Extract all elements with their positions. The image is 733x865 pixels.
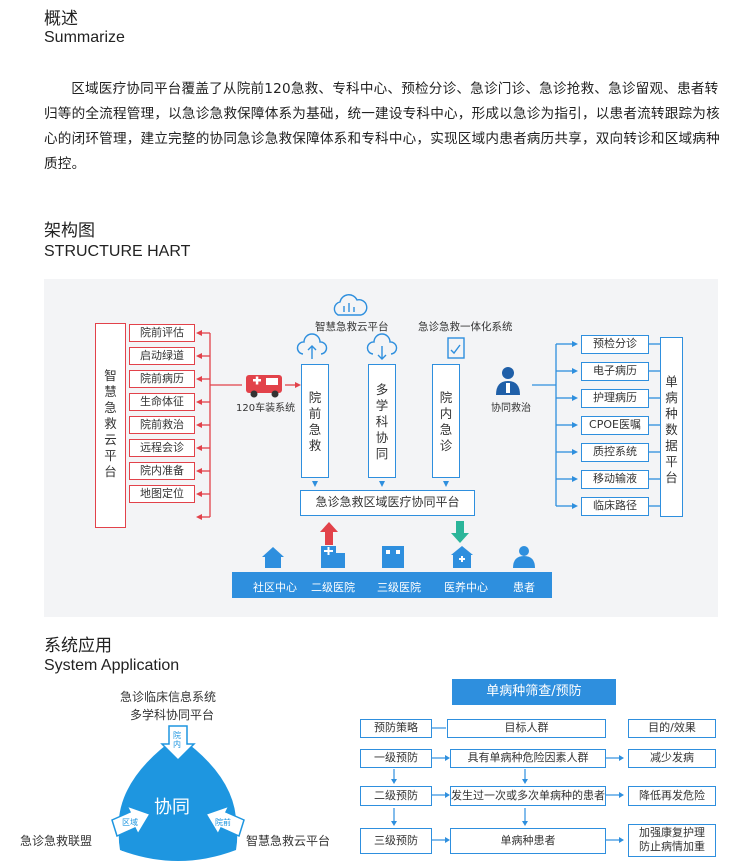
regional-platform-box: 急诊急救区域医疗协同平台 — [300, 490, 475, 516]
cloud-platform-label: 智慧急救云平台 — [315, 321, 389, 333]
multidisciplinary-text: 多学科协同 — [375, 382, 389, 461]
right-item: 移动输液 — [581, 470, 649, 489]
arrow-left-label: 区域 — [122, 818, 138, 827]
left-item: 院前评估 — [129, 324, 195, 342]
left-item: 远程会诊 — [129, 439, 195, 457]
institution-bar — [232, 572, 552, 598]
structure-title-cn: 架构图 — [44, 221, 95, 241]
integration-system-label: 急诊急救一体化系统 — [418, 321, 513, 333]
table-cell: 二级预防 — [360, 786, 432, 806]
structure-title-en: STRUCTURE HART — [44, 243, 191, 260]
bar-label-patient: 患者 — [513, 581, 535, 594]
overview-paragraph: 区域医疗协同平台覆盖了从院前120急救、专科中心、预检分诊、急诊门诊、急诊抢救、… — [44, 81, 720, 172]
collaboration-center: 协同 — [154, 797, 190, 818]
table-cell: 具有单病种危险因素人群 — [450, 749, 606, 768]
table-cell-line: 防止病情加重 — [639, 840, 705, 853]
bar-label-tertiary-hospital: 三级医院 — [377, 581, 421, 594]
left-item: 院前救治 — [129, 416, 195, 434]
left-item: 院前病历 — [129, 370, 195, 388]
table-cell: 目的/效果 — [628, 719, 716, 738]
overview-title-cn: 概述 — [44, 9, 78, 29]
table-cell: 一级预防 — [360, 749, 432, 768]
table-cell: 降低再发危险 — [628, 786, 716, 806]
right-item: 预检分诊 — [581, 335, 649, 354]
collaborative-treatment-label: 协同救治 — [491, 403, 531, 414]
left-item: 生命体征 — [129, 393, 195, 411]
table-cell: 预防策略 — [360, 719, 432, 738]
arrow-right-label: 院前 — [215, 818, 231, 827]
app-top-label-2: 多学科协同平台 — [130, 708, 215, 722]
right-item: 质控系统 — [581, 443, 649, 462]
single-disease-data-platform: 单病种数据平台 — [660, 337, 683, 517]
single-disease-data-platform-text: 单病种数据平台 — [665, 374, 678, 485]
right-item: 临床路径 — [581, 497, 649, 516]
application-title-en: System Application — [44, 657, 180, 674]
table-cell-multi: 加强康复护理 防止病情加重 — [628, 824, 716, 857]
app-top-label-1: 急诊临床信息系统 — [120, 690, 217, 704]
multidisciplinary-column: 多学科协同 — [368, 364, 396, 478]
bar-label-secondary-hospital: 二级医院 — [311, 581, 355, 594]
right-item: 护理病历 — [581, 389, 649, 408]
bar-label-community: 社区中心 — [253, 581, 297, 594]
smart-cloud-platform-text: 智慧急救云平台 — [104, 368, 117, 479]
left-item: 启动绿道 — [129, 347, 195, 365]
emergency-alliance-label: 急诊急救联盟 — [20, 834, 93, 848]
table-cell: 单病种患者 — [450, 828, 606, 854]
prehospital-text: 院前急救 — [308, 390, 322, 453]
prehospital-column: 院前急救 — [301, 364, 329, 478]
table-cell: 目标人群 — [447, 719, 606, 738]
right-item: 电子病历 — [581, 362, 649, 381]
left-item: 院内准备 — [129, 462, 195, 480]
right-item: CPOE医嘱 — [581, 416, 649, 435]
single-disease-table-head: 单病种筛查/预防 — [452, 679, 616, 705]
inhospital-column: 院内急诊 — [432, 364, 460, 478]
table-cell-line: 加强康复护理 — [639, 826, 705, 839]
bar-label-elderly-care: 医养中心 — [444, 581, 488, 594]
table-cell: 三级预防 — [360, 828, 432, 854]
overview-title-en: Summarize — [44, 29, 125, 46]
arrow-top-label: 院内 — [173, 731, 181, 749]
left-item: 地图定位 — [129, 485, 195, 503]
smart-cloud-label: 智慧急救云平台 — [246, 834, 331, 848]
table-cell: 发生过一次或多次单病种的患者 — [450, 786, 606, 806]
table-cell: 减少发病 — [628, 749, 716, 768]
ambulance-system-label: 120车装系统 — [236, 403, 296, 414]
application-title-cn: 系统应用 — [44, 636, 112, 656]
inhospital-text: 院内急诊 — [439, 390, 453, 453]
smart-cloud-platform-box: 智慧急救云平台 — [95, 323, 126, 528]
